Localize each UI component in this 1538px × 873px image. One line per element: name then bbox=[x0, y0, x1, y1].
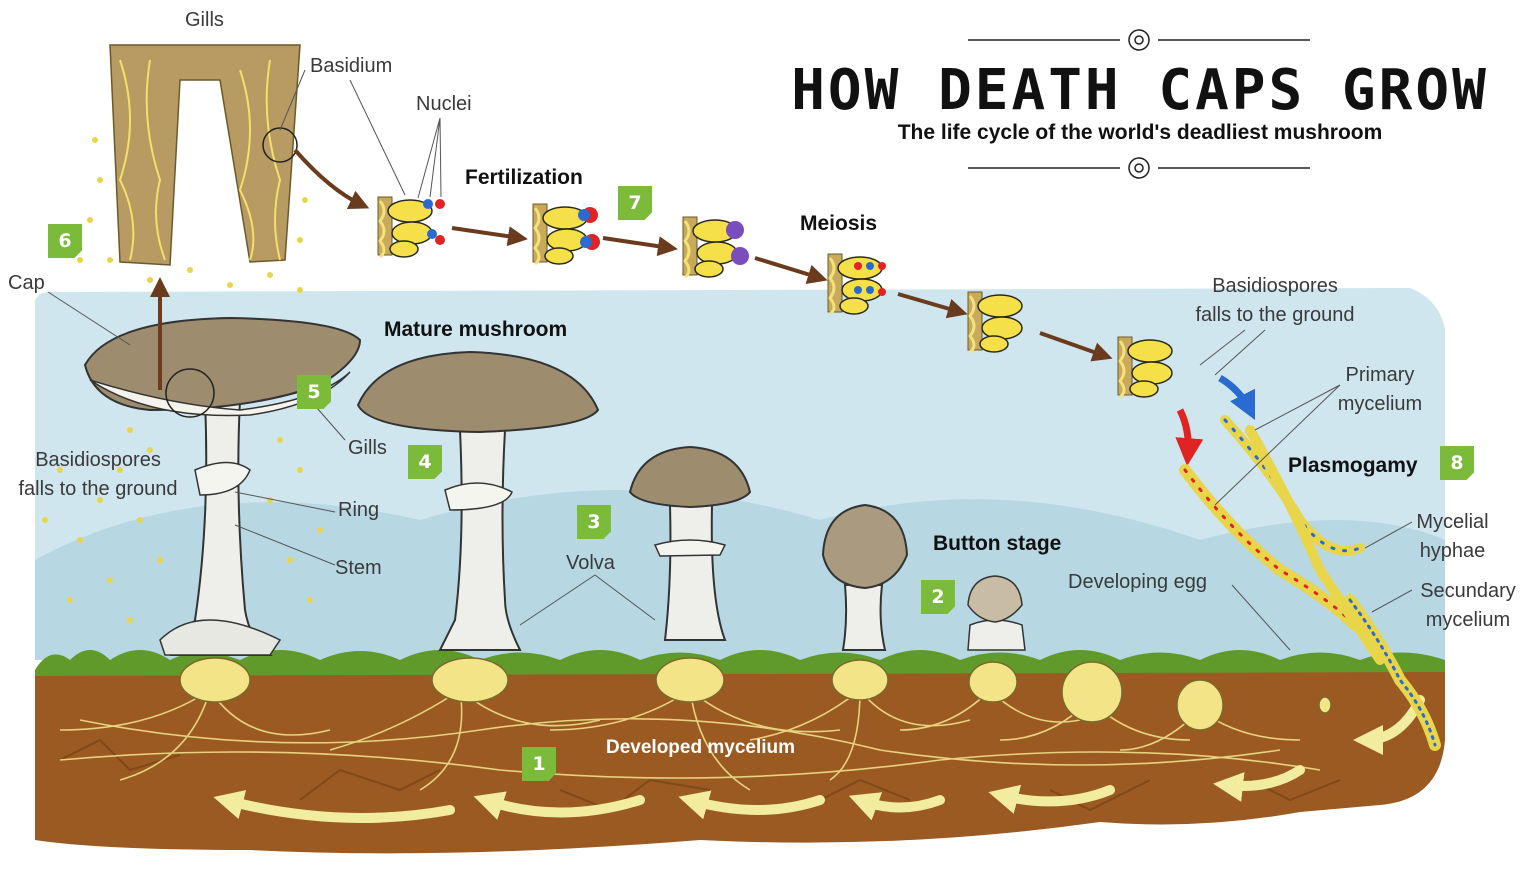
label-ring: Ring bbox=[338, 498, 379, 523]
label-secundary-mycelium-2: mycelium bbox=[1413, 608, 1523, 633]
step-badge-1: 1 bbox=[522, 747, 556, 781]
step-badge-7: 7 bbox=[618, 186, 652, 220]
label-nuclei: Nuclei bbox=[416, 92, 472, 117]
step-badge-6: 6 bbox=[48, 224, 82, 258]
label-developing-egg: Developing egg bbox=[1068, 570, 1207, 595]
label-basidium: Basidium bbox=[310, 54, 392, 79]
basidium-2 bbox=[533, 204, 600, 264]
label-stem: Stem bbox=[335, 556, 382, 581]
step-badge-3: 3 bbox=[577, 505, 611, 539]
label-meiosis: Meiosis bbox=[800, 211, 877, 237]
basidium-1 bbox=[378, 197, 445, 257]
label-secundary-mycelium-1: Secundary bbox=[1413, 579, 1523, 604]
gills-illustration bbox=[110, 45, 300, 265]
title-ornament-bottom bbox=[968, 158, 1310, 178]
label-gills: Gills bbox=[348, 436, 387, 461]
step-badge-5: 5 bbox=[297, 375, 331, 409]
label-button-stage: Button stage bbox=[933, 531, 1061, 557]
label-basidiospores-left-1: Basidiospores bbox=[8, 448, 188, 473]
label-basidiospores-right-2: falls to the ground bbox=[1180, 303, 1370, 328]
basidium-3 bbox=[683, 217, 749, 277]
label-basidiospores-right-1: Basidiospores bbox=[1180, 274, 1370, 299]
label-mycelial-hyphae-2: hyphae bbox=[1405, 539, 1500, 564]
label-basidiospores-left-2: falls to the ground bbox=[8, 477, 188, 502]
label-primary-mycelium-1: Primary bbox=[1325, 363, 1435, 388]
label-volva: Volva bbox=[566, 551, 615, 576]
step-badge-2: 2 bbox=[921, 580, 955, 614]
label-fertilization: Fertilization bbox=[465, 165, 583, 191]
label-primary-mycelium-2: mycelium bbox=[1325, 392, 1435, 417]
arrow-gills-to-basidium bbox=[295, 150, 362, 205]
arrow-3 bbox=[755, 258, 820, 278]
label-cap: Cap bbox=[8, 271, 45, 296]
arrow-2 bbox=[603, 238, 670, 248]
label-plasmogamy: Plasmogamy bbox=[1288, 453, 1418, 479]
diagram-title: HOW DEATH CAPS GROW bbox=[780, 58, 1500, 123]
label-mature-mushroom: Mature mushroom bbox=[384, 317, 567, 343]
step-badge-4: 4 bbox=[408, 445, 442, 479]
label-mycelial-hyphae-1: Mycelial bbox=[1405, 510, 1500, 535]
arrow-1 bbox=[452, 228, 520, 238]
diagram-subtitle: The life cycle of the world's deadliest … bbox=[780, 121, 1500, 145]
label-gills-top: Gills bbox=[185, 8, 224, 33]
step-badge-8: 8 bbox=[1440, 446, 1474, 480]
title-ornament-top bbox=[968, 30, 1310, 50]
label-developed-mycelium: Developed mycelium bbox=[606, 736, 795, 760]
